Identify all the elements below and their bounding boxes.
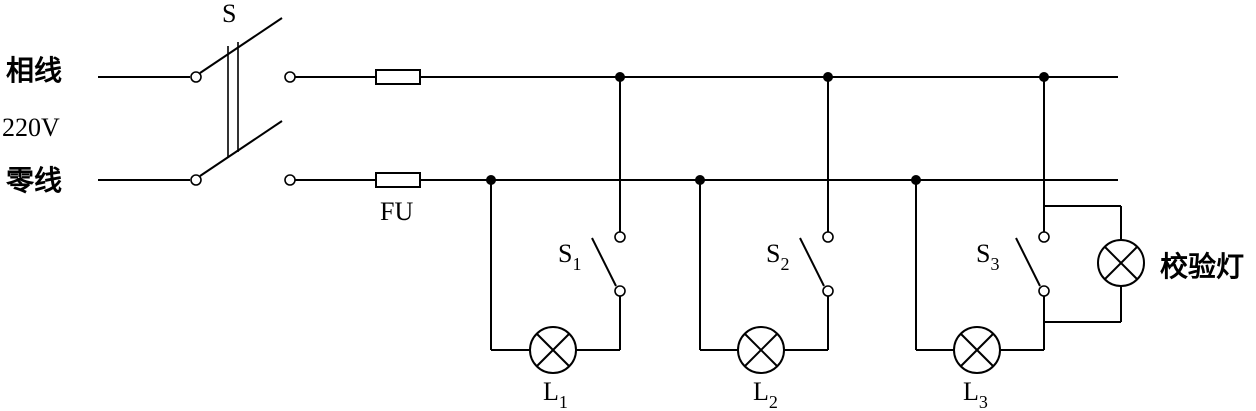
lamp-l1-label: L1: [543, 377, 568, 411]
switch-s3-label: S3: [976, 239, 999, 274]
main-switch-label: S: [222, 0, 236, 28]
lamp-l2-label: L2: [753, 377, 778, 411]
test-lamp: [1097, 239, 1145, 287]
branch-3: [911, 72, 1145, 374]
main-switch: [98, 17, 296, 186]
lamp-l3-label: L3: [963, 377, 988, 411]
phase-line-label: 相线: [6, 54, 62, 87]
lamp-l2: [737, 326, 785, 374]
switch-s1-label: S1: [558, 239, 581, 274]
branch-1: [486, 72, 626, 374]
neutral-fuse: [375, 172, 421, 188]
branch-2: [695, 72, 834, 374]
lamp-l3: [953, 326, 1001, 374]
fuse-label: FU: [380, 197, 413, 226]
voltage-label: 220V: [2, 113, 60, 142]
test-lamp-label: 校验灯: [1160, 250, 1244, 283]
neutral-line-label: 零线: [6, 164, 62, 197]
switch-s2-label: S2: [766, 239, 789, 274]
lamp-l1: [529, 326, 577, 374]
phase-fuse: [375, 69, 421, 85]
